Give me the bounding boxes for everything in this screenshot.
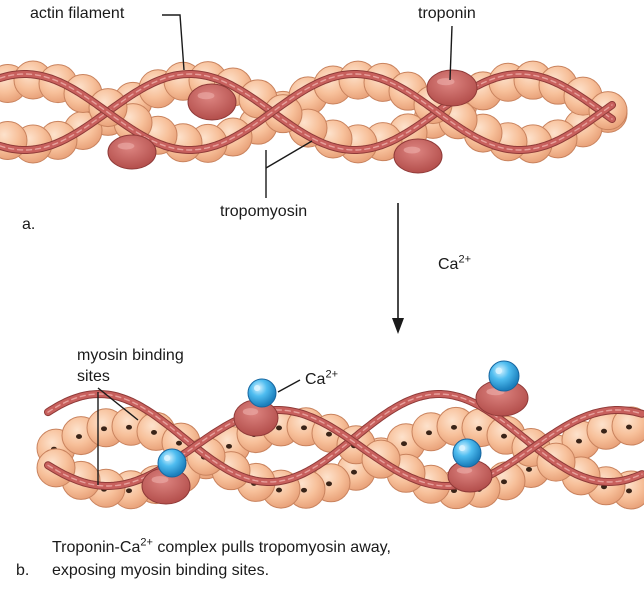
- troponin: [426, 69, 478, 107]
- calcium-ion-label: Ca2+: [305, 368, 338, 388]
- troponin-label: troponin: [418, 5, 476, 22]
- myosin-binding-site: [126, 424, 132, 430]
- troponin: [107, 134, 157, 170]
- myosin-binding-site: [101, 426, 107, 432]
- panel-b-letter: b.: [16, 562, 30, 579]
- calcium-ion: [488, 360, 520, 392]
- calcium-ion: [157, 448, 187, 478]
- myosin-binding-site: [276, 487, 282, 493]
- troponin: [393, 138, 443, 174]
- troponin: [187, 83, 237, 121]
- myosin-binding-sites-label-line1: myosin binding: [77, 347, 184, 364]
- calcium-ion: [247, 378, 277, 408]
- myosin-binding-site: [501, 433, 507, 439]
- reaction-arrow: [392, 203, 404, 334]
- myosin-binding-site: [301, 487, 307, 493]
- myosin-binding-site: [276, 425, 282, 431]
- leader-lines: [97, 14, 453, 485]
- actin-filament-label: actin filament: [30, 5, 125, 22]
- troponin-leader: [449, 25, 453, 81]
- tropomyosin-strand: [0, 70, 616, 154]
- actin-filament-b: [36, 360, 644, 510]
- myosin-binding-site: [476, 426, 482, 431]
- tropomyosin-strands-a: [0, 70, 616, 154]
- tropomyosin-strand: [44, 389, 644, 487]
- tropomyosin-leader-2: [265, 140, 313, 169]
- myosin-site-leader-1: [97, 387, 139, 421]
- calcium-ion: [452, 438, 482, 468]
- myosin-binding-site: [326, 431, 332, 437]
- myosin-binding-site: [526, 467, 532, 472]
- myosin-binding-site: [176, 440, 182, 446]
- myosin-binding-site: [626, 424, 632, 430]
- caption-line2: exposing myosin binding sites.: [52, 562, 270, 579]
- myosin-binding-sites-label-line2: sites: [77, 368, 110, 385]
- myosin-binding-site: [576, 438, 582, 444]
- myosin-binding-site: [76, 434, 82, 439]
- calcium-ions-b: [157, 360, 520, 478]
- myosin-binding-site: [501, 479, 507, 485]
- myosin-binding-site: [126, 488, 132, 494]
- calcium-arrow-label: Ca2+: [438, 253, 471, 273]
- myosin-binding-site: [626, 488, 632, 494]
- calcium-leader: [277, 379, 301, 393]
- myosin-binding-site: [226, 443, 232, 449]
- actin-filament-a: [0, 60, 628, 174]
- troponin-complexes-a: [107, 69, 478, 174]
- myosin-binding-site: [326, 481, 332, 487]
- myosin-binding-site: [451, 424, 457, 430]
- actin-bead: [611, 406, 644, 446]
- myosin-binding-site: [151, 430, 157, 435]
- troponin: [141, 467, 191, 505]
- myosin-binding-site: [601, 428, 607, 434]
- tropomyosin-strand: [0, 70, 616, 154]
- myosin-binding-site: [351, 469, 357, 475]
- troponin: [233, 399, 279, 437]
- myosin-binding-site: [426, 430, 432, 436]
- tropomyosin-label: tropomyosin: [220, 203, 308, 220]
- panel-a-letter: a.: [22, 216, 36, 233]
- myosin-binding-site: [301, 425, 307, 431]
- actin-filament-leader: [162, 14, 185, 71]
- caption-line1: Troponin-Ca2+ complex pulls tropomyosin …: [52, 536, 391, 556]
- troponin-complexes-b: [141, 379, 529, 505]
- myosin-binding-site: [401, 441, 407, 447]
